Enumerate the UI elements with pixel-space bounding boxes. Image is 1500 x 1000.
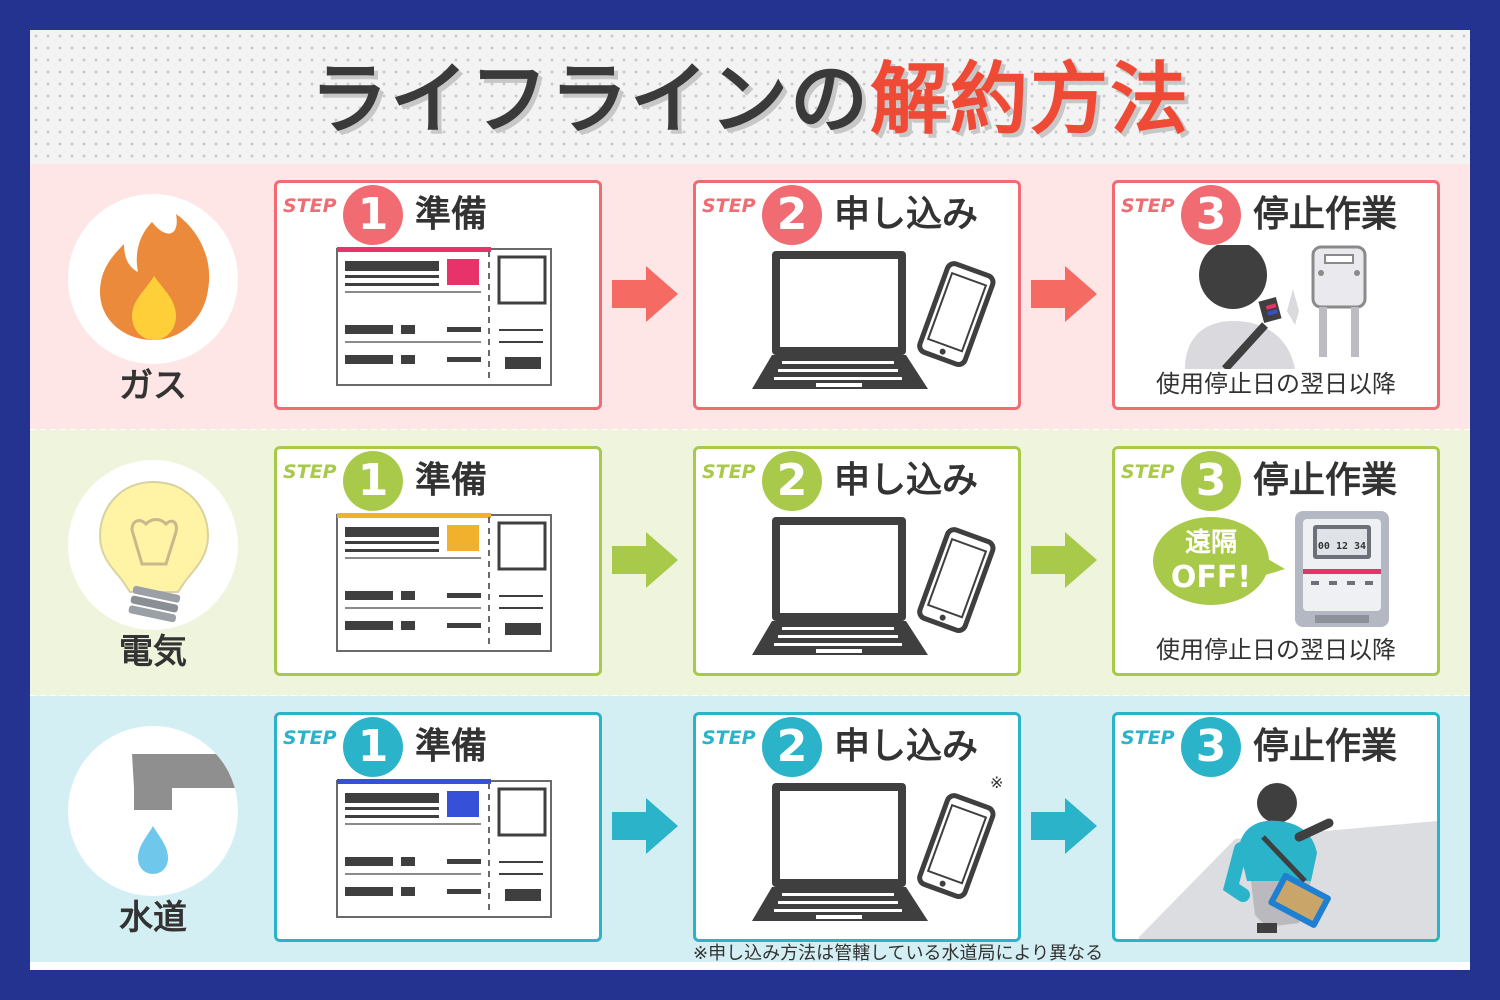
step-word: STEP [1121, 727, 1175, 749]
step-note: 使用停止日の翌日以降 [1156, 370, 1396, 398]
infographic-frame: ライフラインの解約方法 ガス STEP 1 準備 [30, 30, 1470, 970]
document-form-icon [277, 511, 599, 673]
utility-label-water: 水道 [119, 898, 187, 938]
step-card-water-1: STEP 1 準備 [274, 712, 602, 942]
row-electricity: 電気 STEP 1 準備 [30, 430, 1470, 696]
utility-label-gas: ガス [119, 366, 187, 406]
document-form-icon [277, 245, 599, 407]
step-word: STEP [283, 195, 337, 217]
arrow-right-icon [1031, 798, 1097, 854]
utility-label-electricity: 電気 [119, 632, 187, 672]
document-form-icon [277, 777, 599, 939]
step-word: STEP [702, 727, 756, 749]
row-water: 水道 STEP 1 準備 [30, 696, 1470, 962]
step-word: STEP [702, 195, 756, 217]
step-word: STEP [702, 461, 756, 483]
step-card-electricity-1: STEP 1 準備 [274, 446, 602, 676]
laptop-smartphone-icon [696, 245, 1018, 407]
note-mark: ※ [990, 773, 1004, 792]
step-word: STEP [1121, 195, 1175, 217]
laptop-smartphone-icon [696, 777, 1018, 939]
arrow-right-icon [1031, 266, 1097, 322]
bubble-line-1: 遠隔 [1185, 528, 1237, 558]
step-number: 1 [343, 185, 403, 245]
step-card-gas-1: STEP 1 準備 [274, 180, 602, 410]
arrow-right-icon [1031, 532, 1097, 588]
step-title: 準備 [415, 194, 488, 235]
light-bulb-icon [68, 460, 238, 630]
step-number: 2 [762, 451, 822, 511]
arrow-right-icon [612, 798, 678, 854]
meter-reading: 00 12 34 [1318, 541, 1366, 552]
title-part-highlight: 解約方法 [870, 55, 1191, 145]
step-card-water-2: STEP 2 申し込み ※ [693, 712, 1021, 942]
step-title: 停止作業 [1253, 460, 1398, 501]
row-gas: ガス STEP 1 準備 [30, 164, 1470, 430]
step-number: 3 [1181, 451, 1241, 511]
water-faucet-icon [68, 726, 238, 896]
footnote: ※申し込み方法は管轄している水道局により異なる [693, 943, 1104, 964]
step-card-electricity-3: STEP 3 停止作業 遠隔 OFF! 00 12 34 [1112, 446, 1440, 676]
title-part-main: ライフラインの [309, 55, 870, 145]
step-number: 3 [1181, 185, 1241, 245]
step-number: 1 [343, 451, 403, 511]
step-number: 3 [1181, 717, 1241, 777]
step-title: 申し込み [834, 194, 979, 235]
step-title: 停止作業 [1253, 194, 1398, 235]
laptop-smartphone-icon [696, 511, 1018, 673]
step-number: 2 [762, 717, 822, 777]
step-word: STEP [283, 727, 337, 749]
step-title: 準備 [415, 460, 488, 501]
page-title: ライフラインの解約方法 [30, 52, 1470, 148]
step-word: STEP [1121, 461, 1175, 483]
step-title: 準備 [415, 726, 488, 767]
arrow-right-icon [612, 266, 678, 322]
step-number: 1 [343, 717, 403, 777]
water-worker-icon [1115, 777, 1437, 939]
title-band: ライフラインの解約方法 [30, 30, 1470, 164]
step-card-water-3: STEP 3 停止作業 [1112, 712, 1440, 942]
smart-meter-icon: 遠隔 OFF! 00 12 34 [1115, 511, 1437, 639]
step-word: STEP [283, 461, 337, 483]
gas-technician-meter-icon [1115, 241, 1437, 373]
arrow-right-icon [612, 532, 678, 588]
step-title: 申し込み [834, 726, 979, 767]
step-note: 使用停止日の翌日以降 [1156, 636, 1396, 664]
bubble-line-2: OFF! [1171, 560, 1251, 595]
step-card-gas-2: STEP 2 申し込み [693, 180, 1021, 410]
flame-icon [68, 194, 238, 364]
step-number: 2 [762, 185, 822, 245]
step-card-gas-3: STEP 3 停止作業 [1112, 180, 1440, 410]
step-card-electricity-2: STEP 2 申し込み [693, 446, 1021, 676]
step-title: 停止作業 [1253, 726, 1398, 767]
step-title: 申し込み [834, 460, 979, 501]
